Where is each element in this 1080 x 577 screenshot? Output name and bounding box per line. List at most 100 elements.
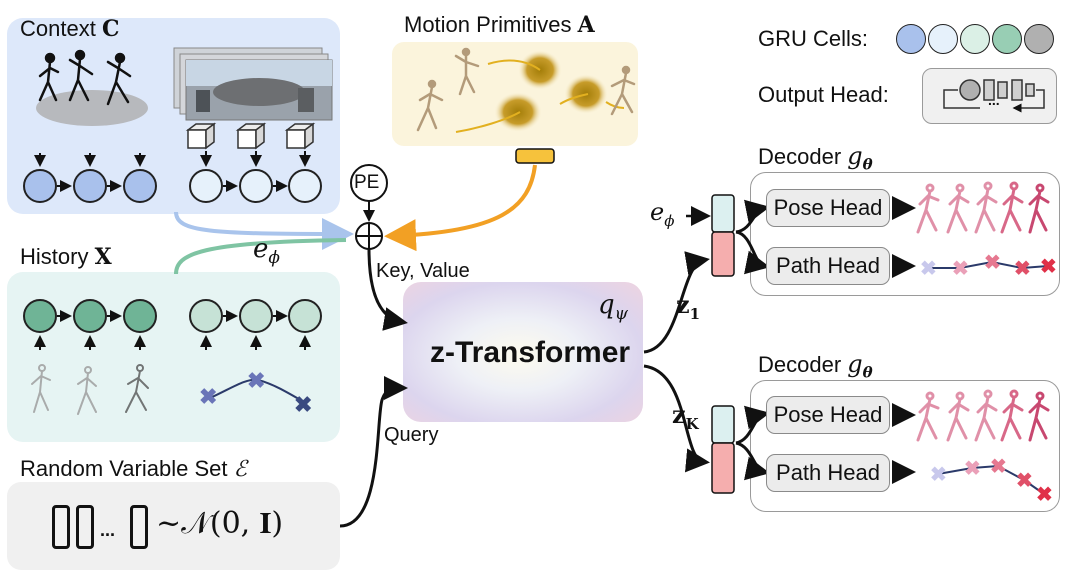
transformer-q: q: [598, 290, 615, 320]
decoder-1-ephi-symbol: e: [650, 198, 665, 226]
random-variable-token: [52, 505, 70, 549]
zk-subscript: K: [685, 414, 699, 433]
context-title-text: Context: [20, 16, 96, 41]
decoder-k-symbol: g: [847, 350, 863, 378]
motion-encoder-block: [515, 148, 555, 164]
decoder-1-subscript: θ: [862, 155, 873, 174]
key-value-label: Key, Value: [376, 260, 470, 282]
history-path-gru-cell: [288, 299, 322, 333]
decoder-1-ephi: eϕ: [650, 198, 674, 230]
decoder-1-pose-output: [916, 181, 1050, 234]
decoder-1-panel: [750, 172, 1060, 296]
history-figures-illustration: [31, 364, 149, 415]
transformer-subscript: ψ: [614, 304, 628, 325]
decoder-k-path-marker: ✖: [964, 458, 981, 480]
decoder-k-pose-head: Pose Head: [766, 396, 890, 434]
gru-cell-swatch: [1024, 24, 1054, 54]
output-head-label: Output Head:: [758, 82, 889, 107]
context-encoder-cubes: [185, 122, 316, 150]
history-title-text: History: [20, 244, 89, 269]
decoder-k-path-marker: ✖: [1036, 484, 1053, 506]
history-title: History X: [20, 244, 112, 270]
transformer-symbol: qψ: [598, 290, 628, 324]
history-path-marker: ✖: [294, 392, 313, 417]
context-image-stack: [173, 47, 333, 121]
gru-cell-swatch: [992, 24, 1022, 54]
decoder-branch-arrows: [735, 199, 770, 481]
embedding-symbol: e: [253, 234, 269, 264]
history-path-marker: ✖: [199, 384, 218, 409]
transformer-label: z-Transformer: [430, 336, 631, 369]
decoder-1-title: Decoder gθ: [758, 142, 873, 173]
context-down-arrows: [34, 151, 311, 167]
decoder-1-title-text: Decoder: [758, 144, 842, 169]
zk-arrow: [643, 364, 710, 473]
context-image-gru-cell: [239, 169, 273, 203]
decoder-k-subscript: θ: [862, 363, 873, 382]
gru-cell-swatch: [896, 24, 926, 54]
decoder-k-path-marker: ✖: [1016, 470, 1033, 492]
history-path-marker: ✖: [247, 368, 266, 393]
zk-label: zK: [672, 400, 699, 433]
context-gru-cell: [123, 169, 157, 203]
embedding-subscript: ϕ: [268, 248, 280, 269]
history-path-gru-cell: [189, 299, 223, 333]
motion-primitives-title-text: Motion Primitives: [404, 12, 572, 37]
history-to-plus-arrow: [174, 238, 347, 275]
context-image-gru-cell: [189, 169, 223, 203]
head-output-arrows: [892, 196, 916, 484]
context-symbol: C: [101, 16, 120, 42]
decoder-k-title-text: Decoder: [758, 352, 842, 377]
zk-symbol: z: [672, 400, 686, 429]
z1-label: z1: [676, 290, 700, 323]
decoder-k-title: Decoder gθ: [758, 350, 873, 381]
decoder-1-path-output: [928, 260, 1049, 270]
decoder-k-path-marker: ✖: [990, 456, 1007, 478]
decoder-1-symbol: g: [847, 142, 863, 170]
random-variable-token: [130, 505, 148, 549]
decoder-k-panel: [750, 380, 1060, 512]
history-gru-cell: [23, 299, 57, 333]
decoder-k-path-head: Path Head: [766, 454, 890, 492]
gaussian-formula: ~𝒩(0, 𝐈): [156, 506, 284, 541]
context-gru-cell: [23, 169, 57, 203]
random-set-title-text: Random Variable Set: [20, 456, 228, 481]
context-title: Context C: [20, 16, 119, 42]
key-value-arrow: [367, 248, 408, 331]
decoder-k-pose-output: [916, 389, 1050, 442]
decoder-1-path-head: Path Head: [766, 247, 890, 285]
context-dancers-illustration: [36, 49, 148, 126]
motion-primitives-symbol: A: [577, 12, 595, 38]
transformer-box: [403, 282, 643, 422]
decoder-1-path-marker: ✖: [984, 252, 1001, 274]
random-variable-token: [76, 505, 94, 549]
query-label: Query: [384, 424, 439, 446]
history-gru-cell: [73, 299, 107, 333]
decoder-1-path-marker: ✖: [1014, 258, 1031, 280]
decoder-1-pose-head: Pose Head: [766, 189, 890, 227]
decoder-1-token: [711, 194, 735, 277]
embedding-label: eϕ: [253, 234, 280, 268]
output-head-icon: [943, 79, 1045, 113]
gru-cell-swatch: [928, 24, 958, 54]
z1-subscript: 1: [689, 304, 701, 323]
decoder-1-path-marker: ✖: [920, 258, 937, 280]
query-arrow: [339, 376, 408, 528]
random-set-title: Random Variable Set ℰ: [20, 456, 247, 482]
gru-cells-label: GRU Cells:: [758, 26, 869, 51]
history-path-gru-cell: [239, 299, 273, 333]
sum-operator: [355, 222, 383, 250]
z1-symbol: z: [676, 290, 690, 319]
decoder-1-path-marker: ✖: [1040, 256, 1057, 278]
motion-to-plus-arrow: [384, 164, 537, 252]
motion-primitives-title: Motion Primitives A: [404, 12, 595, 38]
history-path: [209, 378, 305, 403]
context-gru-cell: [73, 169, 107, 203]
gru-cell-swatch: [960, 24, 990, 54]
random-variable-dots: ...: [100, 520, 116, 540]
history-gru-cell: [123, 299, 157, 333]
random-set-symbol: ℰ: [233, 457, 247, 482]
decoder-1-ephi-subscript: ϕ: [664, 211, 675, 230]
history-symbol: X: [94, 244, 112, 270]
